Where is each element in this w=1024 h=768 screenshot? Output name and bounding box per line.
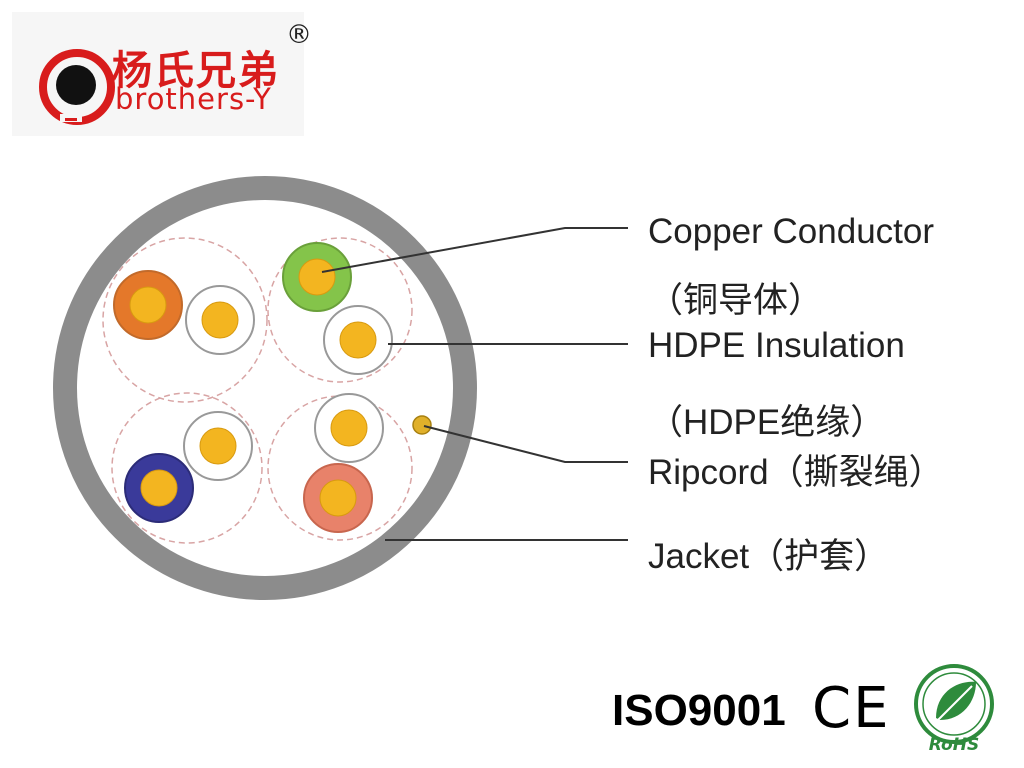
label-copper-conductor: Copper Conductor [648,212,934,251]
logo-emblem-icon [39,49,115,125]
ripcord [412,415,432,435]
ce-mark: CE [812,676,891,741]
wire-white-brown-conductor [330,409,368,447]
pair-boundary-top-right [267,237,413,383]
label-jacket: Jacket（护套） [648,537,890,576]
jacket [53,176,477,600]
pair-boundary-bottom-right [267,395,413,541]
iso9001-mark: ISO9001 [612,686,786,735]
brand-name-english: brothers-Y [115,82,272,116]
registered-mark: ® [286,20,312,50]
label-hdpe-insulation-chinese: （HDPE绝缘） [648,403,886,442]
pair-boundary-top-left [102,237,268,403]
brand-name-chinese: 杨氏兄弟 [112,47,280,94]
wire-orange-conductor [129,286,167,324]
label-copper-conductor-chinese: （铜导体） [648,281,824,320]
wire-white-orange-conductor [201,301,239,339]
leader-line-ripcord [423,425,628,463]
wire-white-green-conductor [339,321,377,359]
brand-logo [12,12,304,136]
rohs-leaf-icon: RoHS [914,664,994,754]
wire-blue-conductor [140,469,178,507]
leader-line-copper-conductor [321,227,628,273]
wire-brown-conductor [319,479,357,517]
wire-white-blue-conductor [199,427,237,465]
wire-green-conductor [298,258,336,296]
rohs-text: RoHS [929,735,979,754]
label-hdpe-insulation: HDPE Insulation [648,326,905,365]
pair-boundary-bottom-left [111,392,263,544]
label-ripcord: Ripcord（撕裂绳） [648,453,944,492]
